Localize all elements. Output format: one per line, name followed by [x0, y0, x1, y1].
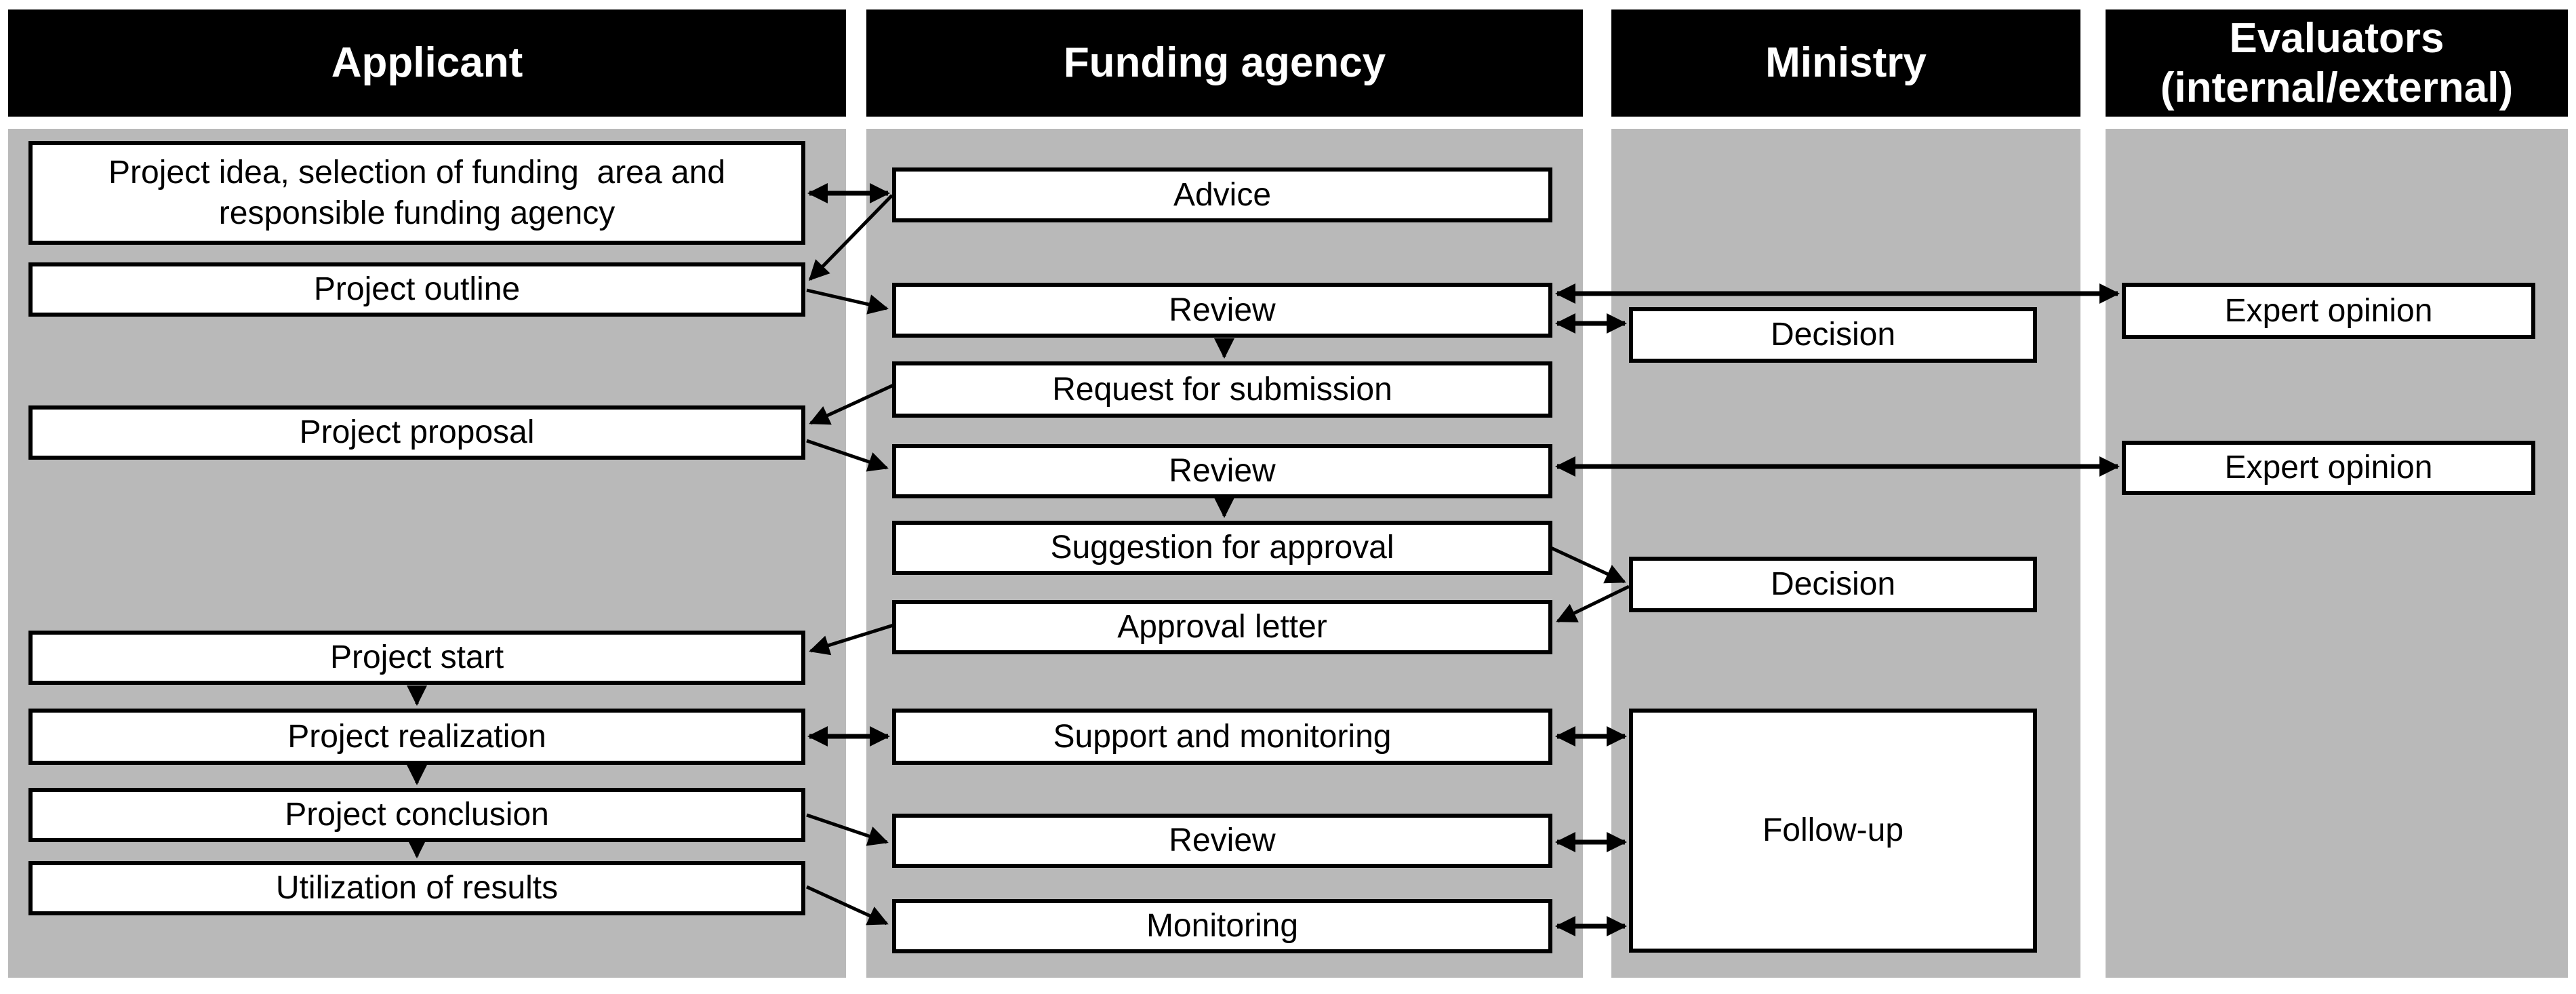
box-decision-1: Decision — [1629, 307, 2037, 363]
column-header-applicant: Applicant — [8, 9, 846, 117]
column-header-evaluators: Evaluators (internal/external) — [2106, 9, 2568, 117]
box-follow-up: Follow-up — [1629, 709, 2037, 953]
box-support-and-monitoring: Support and monitoring — [892, 709, 1552, 765]
box-review-3: Review — [892, 814, 1552, 868]
box-review-2: Review — [892, 444, 1552, 498]
box-project-idea: Project idea, selection of funding area … — [28, 141, 805, 245]
box-project-start: Project start — [28, 631, 805, 685]
column-header-ministry: Ministry — [1611, 9, 2080, 117]
box-monitoring: Monitoring — [892, 899, 1552, 953]
box-review-1: Review — [892, 283, 1552, 338]
column-lane-evaluators — [2106, 129, 2568, 978]
box-project-proposal: Project proposal — [28, 405, 805, 460]
box-approval-letter: Approval letter — [892, 600, 1552, 654]
column-header-funding-agency: Funding agency — [866, 9, 1583, 117]
box-project-outline: Project outline — [28, 262, 805, 317]
box-project-conclusion: Project conclusion — [28, 788, 805, 842]
box-expert-opinion-2: Expert opinion — [2122, 441, 2535, 495]
box-utilization-of-results: Utilization of results — [28, 861, 805, 915]
box-decision-2: Decision — [1629, 557, 2037, 612]
box-expert-opinion-1: Expert opinion — [2122, 283, 2535, 339]
box-suggestion-for-approval: Suggestion for approval — [892, 521, 1552, 575]
column-lane-applicant — [8, 129, 846, 978]
box-project-realization: Project realization — [28, 709, 805, 765]
box-advice: Advice — [892, 167, 1552, 222]
box-request-for-submission: Request for submission — [892, 361, 1552, 418]
